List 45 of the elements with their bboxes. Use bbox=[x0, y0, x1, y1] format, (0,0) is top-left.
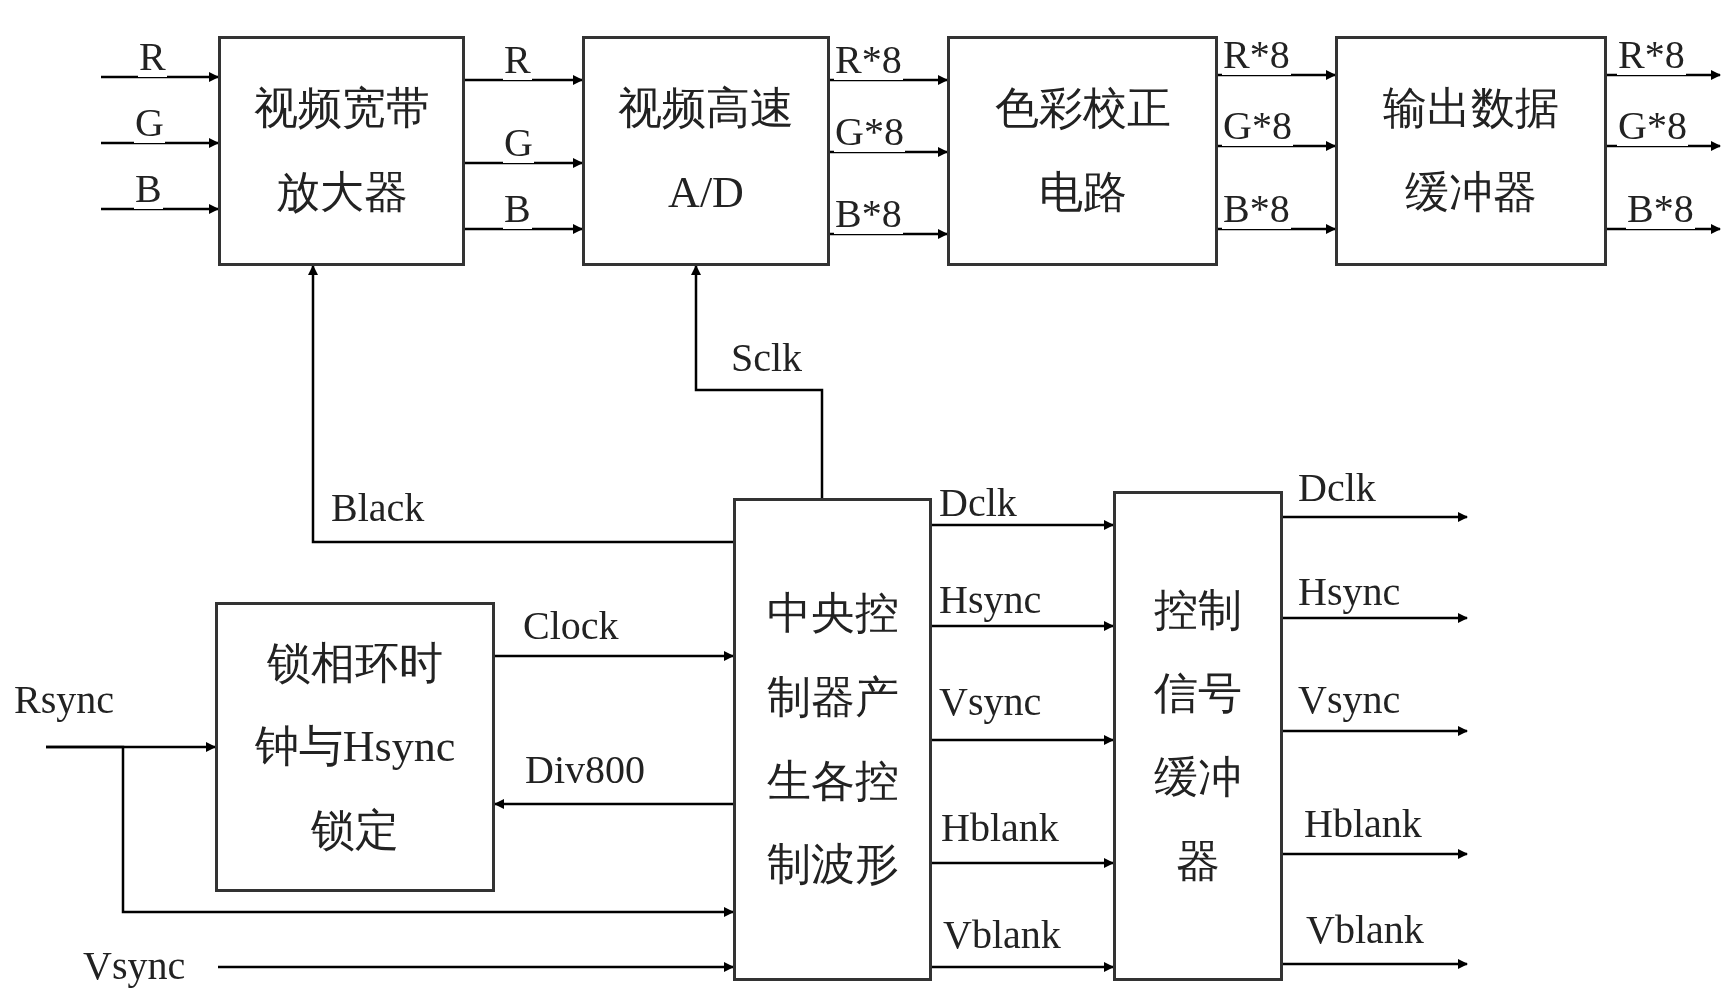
process-box bbox=[215, 602, 495, 892]
box-label: 输出数据缓冲器 bbox=[1382, 83, 1560, 219]
arrow bbox=[932, 735, 1114, 745]
arrow bbox=[1283, 849, 1468, 859]
arrow bbox=[932, 520, 1114, 530]
arrow bbox=[830, 229, 948, 239]
box-label: 视频宽带放大器 bbox=[252, 83, 431, 219]
arrow bbox=[1283, 959, 1468, 969]
arrow bbox=[1283, 512, 1468, 522]
process-box bbox=[582, 36, 830, 266]
arrow bbox=[46, 745, 734, 917]
process-box bbox=[218, 36, 465, 266]
arrow bbox=[1607, 70, 1721, 80]
box-label: 锁相环时钟与Hsync锁定 bbox=[253, 637, 457, 857]
arrow bbox=[101, 204, 219, 214]
box-label: 色彩校正电路 bbox=[993, 83, 1172, 219]
arrow bbox=[1218, 70, 1336, 80]
box-label: 控制信号缓冲器 bbox=[1153, 584, 1243, 888]
process-box bbox=[733, 498, 932, 981]
arrow bbox=[1283, 726, 1468, 736]
process-box bbox=[1335, 36, 1607, 266]
arrow bbox=[465, 224, 583, 234]
arrow bbox=[465, 75, 583, 85]
arrow bbox=[1607, 224, 1721, 234]
arrow bbox=[1607, 141, 1721, 151]
arrow bbox=[1218, 224, 1336, 234]
box-label: 视频高速A/D bbox=[617, 83, 795, 219]
arrow bbox=[465, 158, 583, 168]
arrow bbox=[691, 265, 824, 498]
arrow bbox=[932, 962, 1114, 972]
arrow bbox=[830, 147, 948, 157]
arrow bbox=[495, 651, 734, 661]
arrow bbox=[1283, 613, 1468, 623]
arrow bbox=[830, 75, 948, 85]
arrow bbox=[101, 138, 219, 148]
box-label: 中央控制器产生各控制波形 bbox=[765, 588, 900, 892]
arrow bbox=[494, 799, 733, 809]
arrow bbox=[1218, 141, 1336, 151]
arrow bbox=[218, 962, 734, 972]
process-box bbox=[947, 36, 1218, 266]
process-box bbox=[1113, 491, 1283, 981]
arrow bbox=[101, 72, 219, 82]
arrow bbox=[308, 265, 733, 544]
arrow bbox=[932, 858, 1114, 868]
arrow bbox=[932, 621, 1114, 631]
